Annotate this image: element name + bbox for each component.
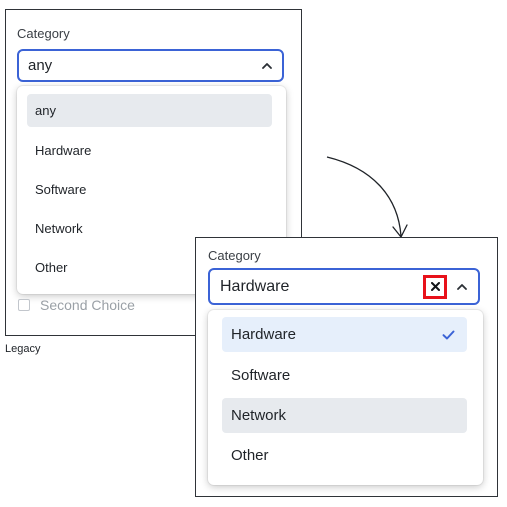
legacy-select-value: any [28, 57, 53, 74]
legacy-option-other[interactable]: Other [27, 251, 272, 284]
redesign-frame: Category Hardware Hardware [195, 237, 498, 497]
second-choice-checkbox[interactable] [18, 299, 30, 311]
option-label: Software [35, 182, 87, 197]
option-label: Hardware [35, 143, 92, 158]
redesign-option-hardware[interactable]: Hardware [222, 317, 467, 352]
redesign-option-other[interactable]: Other [222, 438, 467, 473]
option-label: any [35, 103, 56, 118]
redesign-select-value: Hardware [220, 277, 290, 295]
legacy-caption: Legacy [5, 343, 41, 355]
chevron-up-icon[interactable] [260, 59, 274, 73]
legacy-option-hardware[interactable]: Hardware [27, 134, 272, 167]
second-choice-row[interactable]: Second Choice [18, 297, 135, 313]
legacy-frame: Category any any Hardware Software Netwo… [5, 9, 302, 336]
legacy-options-menu: any Hardware Software Network Other [17, 86, 286, 294]
redesign-category-select[interactable]: Hardware [208, 268, 480, 305]
legacy-option-network[interactable]: Network [27, 212, 272, 245]
second-choice-label: Second Choice [40, 297, 135, 313]
option-label: Software [231, 367, 291, 384]
option-label: Other [35, 260, 68, 275]
option-label: Other [231, 447, 269, 464]
option-label: Network [231, 407, 287, 424]
legacy-option-software[interactable]: Software [27, 173, 272, 206]
redesign-option-network[interactable]: Network [222, 398, 467, 433]
redesign-category-label: Category [208, 248, 261, 263]
chevron-up-icon[interactable] [455, 280, 469, 294]
option-label: Network [35, 221, 83, 236]
option-label: Hardware [231, 326, 297, 343]
clear-button[interactable] [423, 274, 447, 299]
check-icon [442, 330, 455, 339]
legacy-category-select[interactable]: any [17, 49, 284, 82]
legacy-category-label: Category [17, 26, 70, 41]
close-icon[interactable] [430, 282, 440, 291]
redesign-option-software[interactable]: Software [222, 358, 467, 393]
legacy-option-any[interactable]: any [27, 94, 272, 127]
redesign-options-menu: Hardware Software Network Other [208, 310, 483, 485]
